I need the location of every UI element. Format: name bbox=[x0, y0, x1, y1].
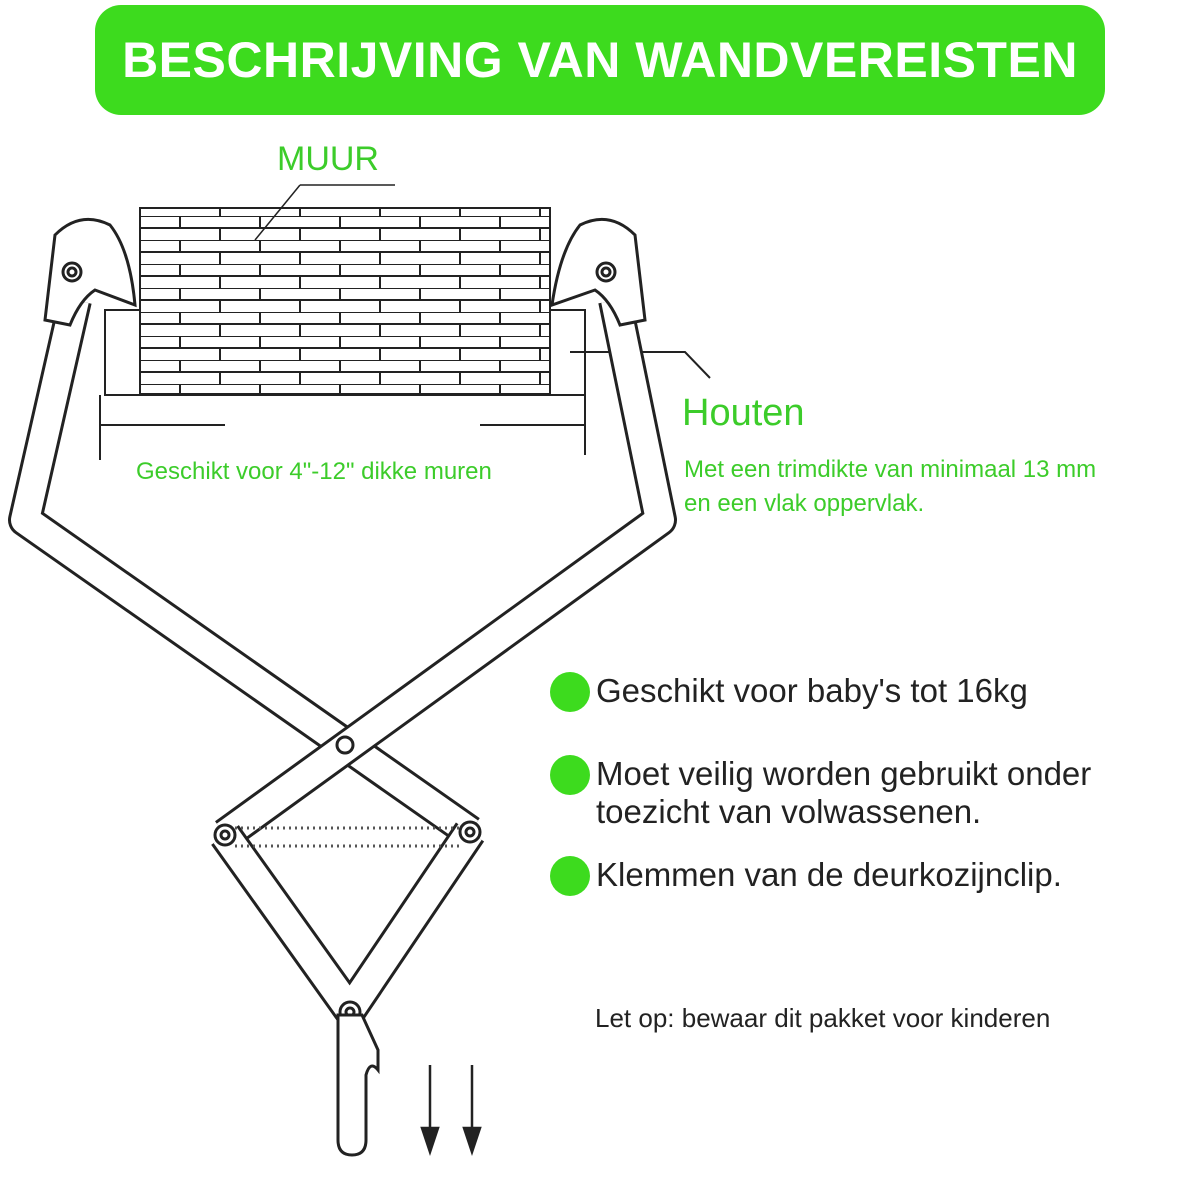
brick-wall bbox=[139, 184, 551, 395]
page-title: BESCHRIJVING VAN WANDVEREISTEN bbox=[122, 32, 1078, 88]
down-arrow-icon bbox=[420, 1065, 482, 1156]
trim-note-line-2: en een vlak oppervlak. bbox=[684, 490, 925, 517]
feature-text: Moet veilig worden gebruikt onder toezic… bbox=[596, 755, 1092, 830]
wall-clamps bbox=[43, 217, 647, 327]
feature-text: Klemmen van de deurkozijnclip. bbox=[596, 856, 1062, 893]
feature-item: Geschikt voor baby's tot 16kg bbox=[550, 672, 1028, 712]
trim-note: Met een trimdikte van minimaal 13 mm en … bbox=[684, 453, 1096, 521]
trim-note-line-1: Met een trimdikte van minimaal 13 mm bbox=[684, 456, 1097, 483]
feature-text: Geschikt voor baby's tot 16kg bbox=[596, 672, 1028, 709]
wall-thickness-note: Geschikt voor 4"-12" dikke muren bbox=[136, 458, 492, 485]
feature-item: Moet veilig worden gebruikt onder toezic… bbox=[550, 755, 1170, 831]
bullet-icon bbox=[550, 755, 590, 795]
hook bbox=[336, 1013, 380, 1157]
wall-label: MUUR bbox=[277, 140, 379, 178]
bullet-icon bbox=[550, 856, 590, 896]
gate-arms bbox=[8, 296, 677, 1027]
title-banner: BESCHRIJVING VAN WANDVEREISTEN bbox=[95, 5, 1105, 115]
bullet-icon bbox=[550, 672, 590, 712]
wood-label: Houten bbox=[682, 392, 805, 434]
warning-text: Let op: bewaar dit pakket voor kinderen bbox=[595, 1003, 1051, 1033]
feature-item: Klemmen van de deurkozijnclip. bbox=[550, 856, 1062, 896]
